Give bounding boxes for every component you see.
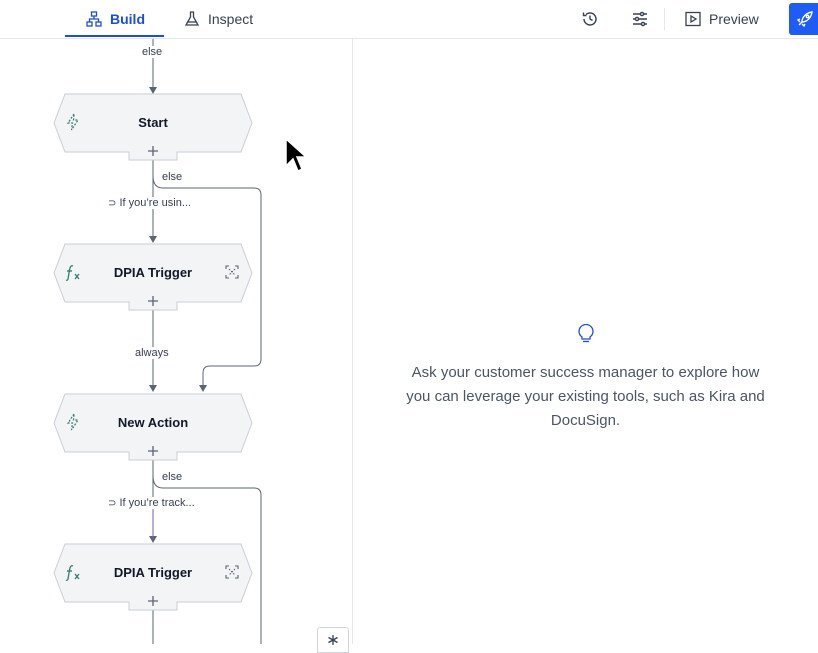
preview-label: Preview — [709, 11, 759, 27]
tab-inspect-label: Inspect — [208, 11, 254, 27]
tab-build[interactable]: Build — [86, 0, 145, 38]
node-shape — [53, 543, 253, 611]
rocket-icon — [796, 11, 813, 28]
hierarchy-icon — [86, 11, 102, 27]
node-shape — [53, 93, 253, 161]
empty-state-hint: Ask your customer success manager to exp… — [353, 323, 818, 433]
edge-label-text: If you’re usin... — [119, 197, 191, 209]
details-panel: Ask your customer success manager to exp… — [353, 39, 818, 644]
edge-label-condition[interactable]: ⊃ If you’re usin... — [106, 197, 193, 209]
flow-canvas[interactable]: Start DPIA Trigger New Action — [0, 39, 353, 644]
tab-build-label: Build — [110, 11, 145, 27]
node-shape — [53, 243, 253, 311]
edge-label-text: If you’re track... — [119, 497, 195, 509]
toolbar-divider — [664, 8, 665, 30]
flow-node-start[interactable]: Start — [53, 93, 253, 161]
active-tab-indicator — [65, 35, 164, 37]
expand-icon[interactable] — [225, 565, 239, 579]
hint-text: Ask your customer success manager to exp… — [406, 364, 765, 429]
tab-inspect[interactable]: Inspect — [184, 0, 253, 38]
sliders-icon — [633, 11, 647, 27]
node-label: Start — [138, 115, 168, 130]
edge-label-else: else — [160, 471, 185, 483]
flow-node-dpia-trigger[interactable]: DPIA Trigger — [53, 243, 253, 311]
settings-button[interactable] — [628, 6, 652, 32]
condition-icon: ⊃ — [108, 198, 117, 209]
node-shape — [53, 393, 253, 461]
node-label: DPIA Trigger — [113, 565, 193, 580]
publish-button[interactable] — [789, 3, 818, 35]
lightning-icon — [66, 113, 80, 131]
top-bar: Build Inspect Preview — [0, 0, 818, 39]
flow-node-dpia-trigger-2[interactable]: DPIA Trigger — [53, 543, 253, 611]
mouse-cursor — [285, 138, 307, 173]
edge-label-condition[interactable]: ⊃ If you’re track... — [106, 497, 197, 509]
flask-icon — [184, 11, 200, 26]
history-icon — [582, 12, 597, 26]
function-icon — [65, 265, 80, 281]
node-label: DPIA Trigger — [113, 265, 193, 280]
canvas-options-button[interactable] — [317, 627, 349, 653]
function-icon — [65, 565, 80, 581]
asterisk-icon — [328, 635, 338, 645]
edge-label-else: else — [160, 171, 185, 183]
node-label: New Action — [117, 415, 189, 430]
history-button[interactable] — [578, 6, 602, 32]
flow-node-new-action[interactable]: New Action — [53, 393, 253, 461]
expand-icon[interactable] — [225, 265, 239, 279]
condition-icon: ⊃ — [108, 498, 117, 509]
edge-label-else: else — [140, 46, 165, 58]
edge-label-always: always — [133, 347, 171, 359]
lightbulb-icon — [577, 323, 594, 343]
preview-button[interactable]: Preview — [685, 6, 759, 32]
lightning-icon — [66, 413, 80, 431]
play-icon — [685, 11, 701, 27]
